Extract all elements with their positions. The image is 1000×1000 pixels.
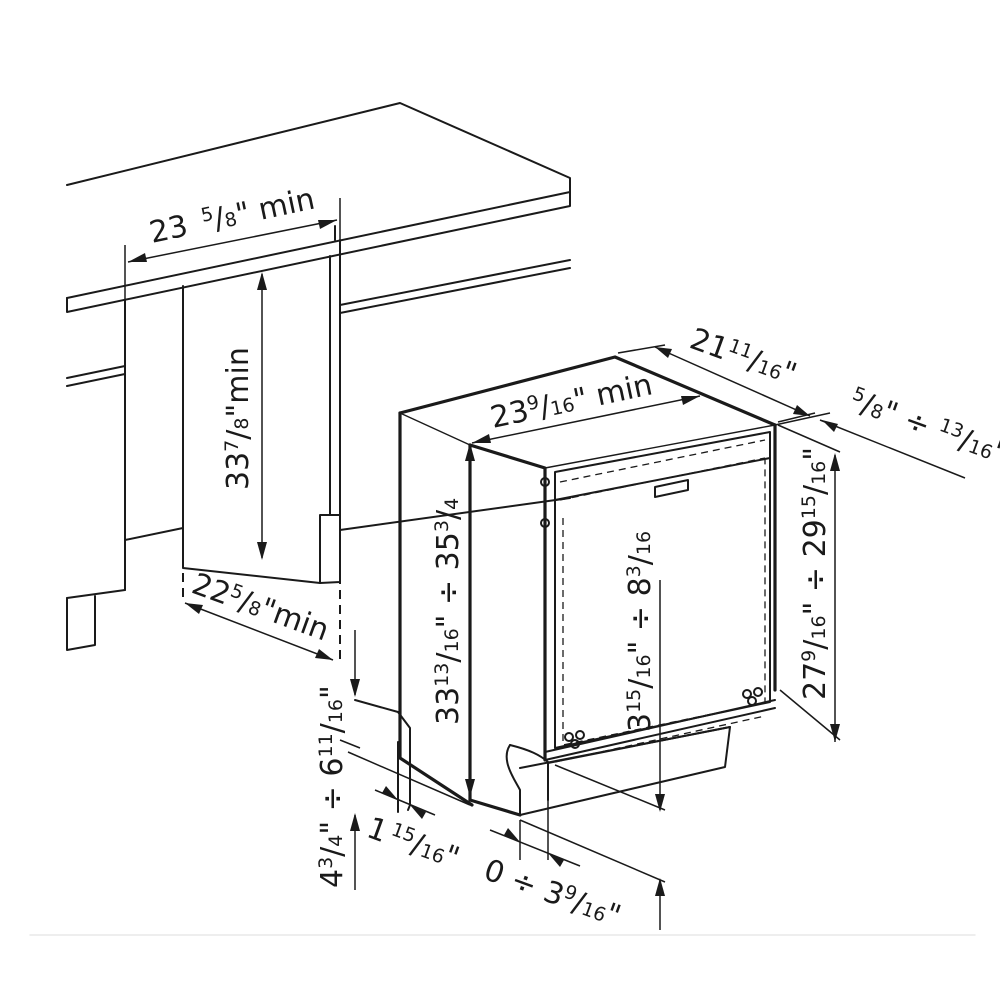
toe-kick-profile xyxy=(354,699,411,813)
left-cabinet xyxy=(66,299,184,651)
appliance-depth-label: 2111/16" xyxy=(685,322,801,393)
niche-height-label: 337/8"min xyxy=(221,347,256,490)
appliance-width-label: 239/16" min xyxy=(487,367,655,435)
niche-depth-label: 225/8"min xyxy=(187,567,333,649)
niche-outline-dashed xyxy=(182,528,341,660)
niche-width-label: 23 5/8" min xyxy=(146,182,318,251)
countertop xyxy=(66,102,571,313)
plinth-height-label: 315/16" ÷ 83/16 xyxy=(623,531,658,732)
dishwasher-door xyxy=(540,431,771,749)
toe-kick-height-label: 43/4" ÷ 611/16" xyxy=(315,685,350,888)
toe-kick-depth-label: 115/16" xyxy=(362,811,464,877)
door-hinges xyxy=(564,687,763,749)
niche-back-wall xyxy=(182,255,331,529)
door-height-label: 279/16" ÷ 2915/16" xyxy=(798,447,833,700)
dimension-lines xyxy=(124,198,966,930)
appliance-height-label: 3313/16" ÷ 353/4 xyxy=(431,498,466,725)
top-gap-label: 5/8" ÷ 13/16" xyxy=(845,383,1000,472)
plinth-offset-label: 0 ÷ 39/16" xyxy=(479,853,625,935)
